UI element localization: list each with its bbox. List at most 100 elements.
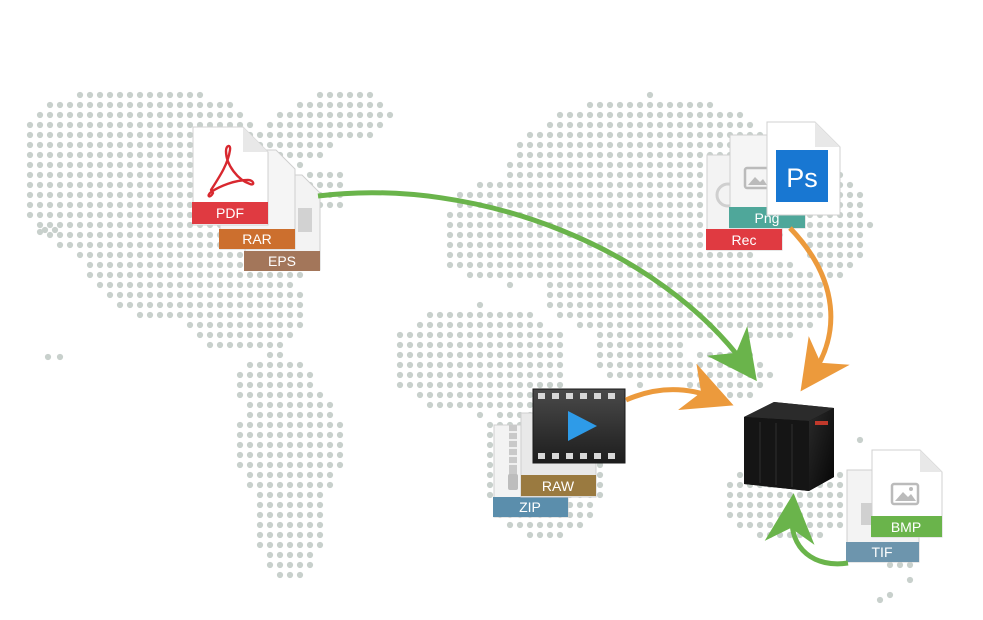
map-dot: [116, 161, 124, 169]
map-dot: [286, 521, 294, 529]
map-dot: [66, 111, 74, 119]
map-dot: [686, 281, 694, 289]
map-dot: [126, 141, 134, 149]
map-dot: [276, 291, 284, 299]
map-dot: [626, 371, 634, 379]
map-dot: [736, 261, 744, 269]
map-dot: [726, 321, 734, 329]
map-dot: [256, 291, 264, 299]
map-dot: [586, 261, 594, 269]
map-dot: [86, 151, 94, 159]
map-dot: [26, 121, 34, 129]
map-dot: [636, 371, 644, 379]
map-dot: [326, 201, 334, 209]
map-dot: [806, 521, 814, 529]
map-dot: [506, 361, 514, 369]
map-dot: [116, 271, 124, 279]
map-dot: [776, 331, 784, 339]
map-dot: [636, 131, 644, 139]
map-dot: [706, 261, 714, 269]
map-dot: [216, 261, 224, 269]
map-dot: [676, 361, 684, 369]
arrow-bmp-to-nas: [764, 493, 849, 567]
map-dot: [156, 121, 164, 129]
map-dot: [686, 101, 694, 109]
map-dot: [466, 311, 474, 319]
map-dot: [486, 191, 494, 199]
map-dot: [476, 341, 484, 349]
map-dot: [156, 181, 164, 189]
map-dot: [46, 151, 54, 159]
map-dot: [506, 221, 514, 229]
map-dot: [816, 221, 824, 229]
map-dot: [596, 231, 604, 239]
map-dot: [726, 351, 734, 359]
map-dot: [206, 311, 214, 319]
map-dot: [746, 491, 754, 499]
map-dot: [546, 531, 554, 539]
map-dot: [546, 291, 554, 299]
map-dot: [836, 241, 844, 249]
map-dot: [676, 221, 684, 229]
map-dot: [756, 301, 764, 309]
map-dot: [136, 271, 144, 279]
map-dot: [596, 211, 604, 219]
map-dot: [286, 551, 294, 559]
map-dot: [506, 321, 514, 329]
map-dot: [226, 311, 234, 319]
map-dot: [276, 481, 284, 489]
map-dot: [296, 441, 304, 449]
map-dot: [296, 511, 304, 519]
map-dot: [96, 211, 104, 219]
map-dot: [86, 121, 94, 129]
map-dot: [506, 271, 514, 279]
map-dot: [686, 381, 694, 389]
map-dot: [116, 91, 124, 99]
map-dot: [246, 421, 254, 429]
map-dot: [266, 491, 274, 499]
map-dot: [186, 281, 194, 289]
map-dot: [76, 131, 84, 139]
map-dot: [816, 531, 824, 539]
map-dot: [156, 241, 164, 249]
map-dot: [76, 171, 84, 179]
map-dot: [666, 131, 674, 139]
map-dot: [176, 141, 184, 149]
map-dot: [466, 391, 474, 399]
map-dot: [826, 251, 834, 259]
map-dot: [276, 371, 284, 379]
map-dot: [126, 271, 134, 279]
map-dot: [516, 271, 524, 279]
map-dot: [606, 101, 614, 109]
map-dot: [176, 241, 184, 249]
map-dot: [516, 321, 524, 329]
map-dot: [306, 111, 314, 119]
map-dot: [226, 101, 234, 109]
map-dot: [756, 531, 764, 539]
map-dot: [256, 131, 264, 139]
map-dot: [636, 181, 644, 189]
map-dot: [276, 511, 284, 519]
map-dot: [586, 111, 594, 119]
map-dot: [236, 451, 244, 459]
map-dot: [86, 261, 94, 269]
map-dot: [296, 561, 304, 569]
map-dot: [26, 201, 34, 209]
map-dot: [666, 151, 674, 159]
map-dot: [576, 241, 584, 249]
map-dot: [256, 541, 264, 549]
map-dot: [116, 281, 124, 289]
map-dot: [796, 271, 804, 279]
map-dot: [186, 261, 194, 269]
map-dot: [176, 271, 184, 279]
map-dot: [136, 121, 144, 129]
map-dot: [766, 501, 774, 509]
map-dot: [586, 181, 594, 189]
map-dot: [596, 201, 604, 209]
map-dot: [666, 141, 674, 149]
map-dot: [226, 331, 234, 339]
map-dot: [256, 271, 264, 279]
map-dot: [66, 231, 74, 239]
map-dot: [816, 491, 824, 499]
map-dot: [736, 471, 744, 479]
